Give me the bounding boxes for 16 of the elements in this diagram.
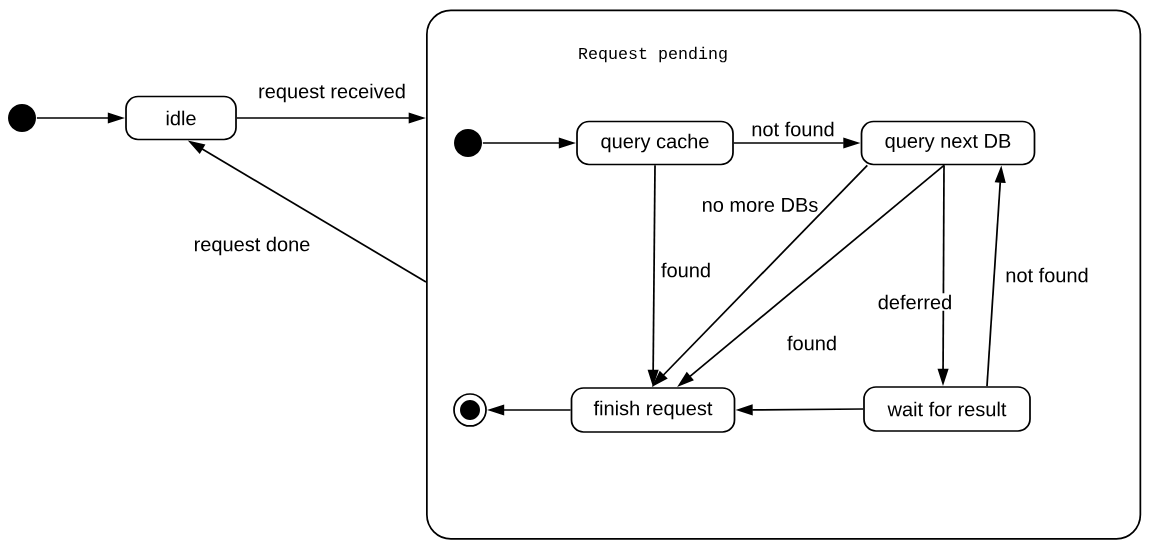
final-state	[453, 393, 487, 427]
edge-label: found	[785, 334, 839, 352]
initial-state	[8, 104, 36, 132]
edge-label: not found	[1003, 266, 1091, 284]
edge-label: request done	[192, 235, 312, 257]
edge-label: no more DBs	[700, 196, 820, 214]
edge-label: deferred	[876, 293, 954, 311]
edge-label: found	[659, 261, 713, 279]
initial-state	[454, 129, 482, 157]
state-box: query next DB	[860, 120, 1036, 166]
state-box: idle	[125, 95, 237, 141]
state-box: finish request	[570, 387, 736, 433]
edge-label: request received	[256, 82, 408, 104]
state-box: wait for result	[863, 386, 1031, 432]
edge-label: not found	[749, 120, 837, 138]
state-box: query cache	[576, 120, 734, 166]
